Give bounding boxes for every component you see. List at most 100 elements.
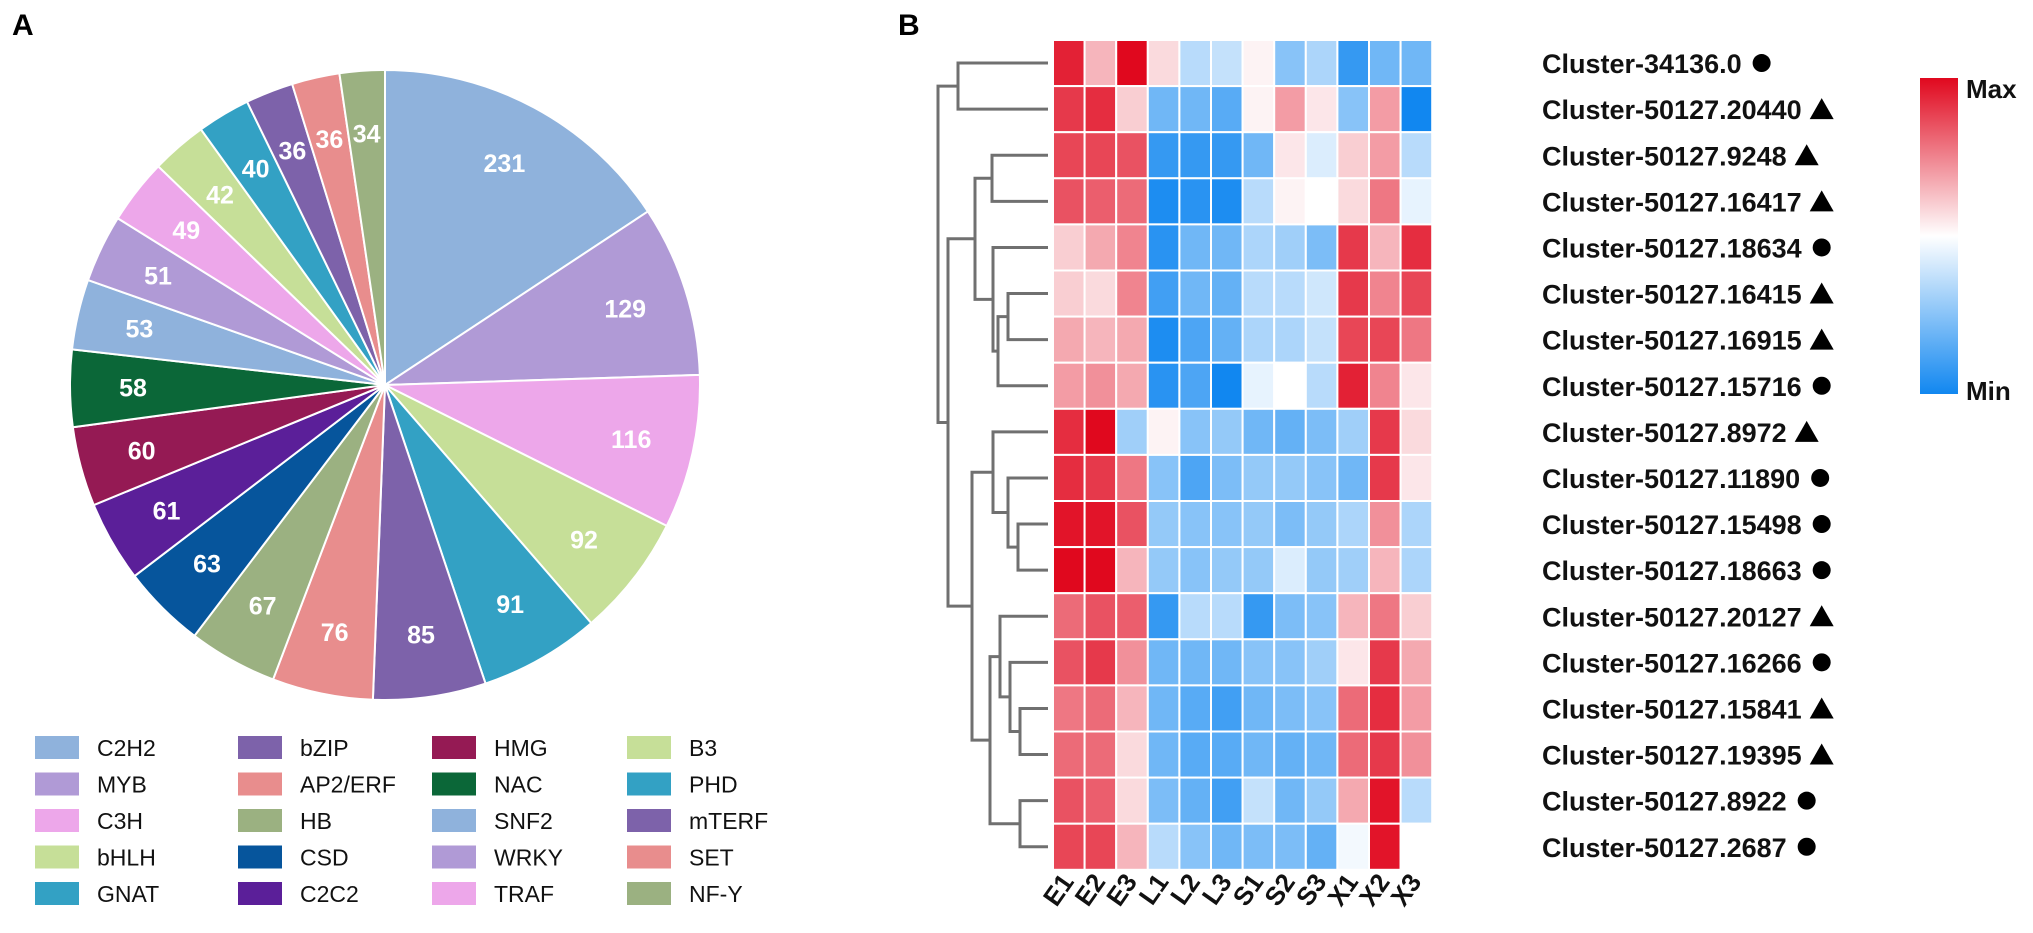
colorbar-max-label: Max xyxy=(1966,74,2017,104)
heatmap-cell xyxy=(1210,453,1244,502)
pie-slice-value-label: 49 xyxy=(172,217,200,245)
heatmap-cell xyxy=(1178,315,1213,364)
heatmap-cell xyxy=(1210,592,1244,641)
heatmap-cell xyxy=(1273,85,1307,134)
heatmap-cell xyxy=(1241,592,1276,641)
legend-swatch xyxy=(238,772,282,796)
dendrogram-branch xyxy=(973,176,993,301)
heatmap-cell xyxy=(1304,269,1339,318)
heatmap-cell xyxy=(1304,131,1339,180)
legend-label: SET xyxy=(689,845,734,871)
heatmap-cell xyxy=(1304,500,1339,549)
heatmap-cell xyxy=(1241,730,1276,779)
heatmap-cell xyxy=(1210,131,1244,180)
heatmap-cell xyxy=(1304,776,1339,825)
heatmap-cell xyxy=(1241,546,1276,595)
heatmap-cell xyxy=(1304,638,1339,687)
pie-slice-value-label: 36 xyxy=(315,126,343,154)
heatmap-cell xyxy=(1178,269,1213,318)
row-dendrogram xyxy=(936,61,1048,849)
heatmap-cell xyxy=(1273,361,1307,410)
heatmap-row-label: Cluster-50127.8922 xyxy=(1542,787,1787,817)
heatmap-cell xyxy=(1210,177,1244,226)
dendrogram-branch xyxy=(991,245,1048,353)
heatmap-cell xyxy=(1146,546,1181,595)
heatmap-cell xyxy=(1083,407,1118,456)
heatmap-cell xyxy=(1273,776,1307,825)
heatmap-cell xyxy=(1178,822,1213,871)
heatmap-row-label: Cluster-50127.18663 xyxy=(1542,556,1802,586)
heatmap-cell xyxy=(1115,177,1149,226)
heatmap-cell xyxy=(1241,407,1276,456)
heatmap-cell xyxy=(1399,500,1434,549)
heatmap-cell xyxy=(1399,269,1434,318)
pie-slice-value-label: 67 xyxy=(249,592,277,620)
heatmap-cell xyxy=(1052,315,1086,364)
heatmap-cell xyxy=(1178,85,1213,134)
heatmap-cell xyxy=(1052,776,1086,825)
heatmap-row-label: Cluster-50127.2687 xyxy=(1542,833,1787,863)
heatmap-cell xyxy=(1083,39,1118,88)
legend-swatch xyxy=(35,882,79,905)
heatmap-cell xyxy=(1273,177,1307,226)
legend-swatch xyxy=(432,772,476,796)
pie-slice-value-label: 34 xyxy=(353,121,381,149)
heatmap-cell xyxy=(1368,223,1402,272)
heatmap-cell xyxy=(1210,223,1244,272)
heatmap-cell xyxy=(1273,269,1307,318)
heatmap-cell xyxy=(1368,546,1402,595)
legend-label: C2C2 xyxy=(300,881,359,907)
heatmap-cell xyxy=(1052,361,1086,410)
legend-swatch xyxy=(35,736,79,759)
legend-label: bZIP xyxy=(300,735,349,761)
heatmap-cell xyxy=(1304,85,1339,134)
heatmap-cell xyxy=(1052,546,1086,595)
heatmap-cell xyxy=(1304,592,1339,641)
heatmap-cell xyxy=(1368,453,1402,502)
heatmap-cell xyxy=(1368,776,1402,825)
heatmap-cell xyxy=(1178,131,1213,180)
pie-slice-value-label: 36 xyxy=(278,138,306,166)
circle-marker xyxy=(1812,238,1831,257)
panel-b-letter: B xyxy=(898,9,920,42)
heatmap-cell xyxy=(1336,638,1371,687)
heatmap-cell xyxy=(1399,453,1434,502)
heatmap-cell xyxy=(1146,730,1181,779)
dendrogram-branch xyxy=(936,84,958,424)
heatmap-cell xyxy=(1146,39,1181,88)
heatmap-cell xyxy=(1146,776,1181,825)
heatmap-cell xyxy=(1052,131,1086,180)
heatmap-cell xyxy=(1115,361,1149,410)
heatmap-cell xyxy=(1146,453,1181,502)
heatmap-cell xyxy=(1399,361,1434,410)
heatmap-cell xyxy=(1083,500,1118,549)
legend-label: CSD xyxy=(300,845,349,871)
pie-slice-value-label: 58 xyxy=(119,375,147,403)
heatmap-row-label: Cluster-50127.19395 xyxy=(1542,741,1802,771)
heatmap-cell xyxy=(1052,638,1086,687)
legend-label: TRAF xyxy=(494,881,554,907)
heatmap-cell xyxy=(1336,177,1371,226)
heatmap-cell xyxy=(1115,684,1149,733)
pie-slice-value-label: 116 xyxy=(611,426,651,454)
pie-slice-gnat xyxy=(384,384,593,685)
heatmap-cell xyxy=(1368,500,1402,549)
heatmap-cell xyxy=(1336,684,1371,733)
circle-marker xyxy=(1797,791,1816,810)
heatmap-column-label: X3 xyxy=(1384,868,1427,911)
pie-slice-value-label: 129 xyxy=(604,296,646,324)
heatmap-row-label: Cluster-50127.16417 xyxy=(1542,187,1802,217)
heatmap-cell xyxy=(1052,39,1086,88)
heatmap-cell xyxy=(1273,223,1307,272)
dendrogram-branch xyxy=(1006,476,1048,549)
heatmap-cell xyxy=(1178,39,1213,88)
heatmap-cell xyxy=(1052,407,1086,456)
heatmap-cell xyxy=(1241,638,1276,687)
heatmap-cell xyxy=(1178,453,1213,502)
heatmap-cell xyxy=(1083,315,1118,364)
heatmap-cell xyxy=(1210,85,1244,134)
heatmap-cell xyxy=(1178,407,1213,456)
heatmap-cell xyxy=(1241,85,1276,134)
heatmap-cell xyxy=(1399,776,1434,825)
